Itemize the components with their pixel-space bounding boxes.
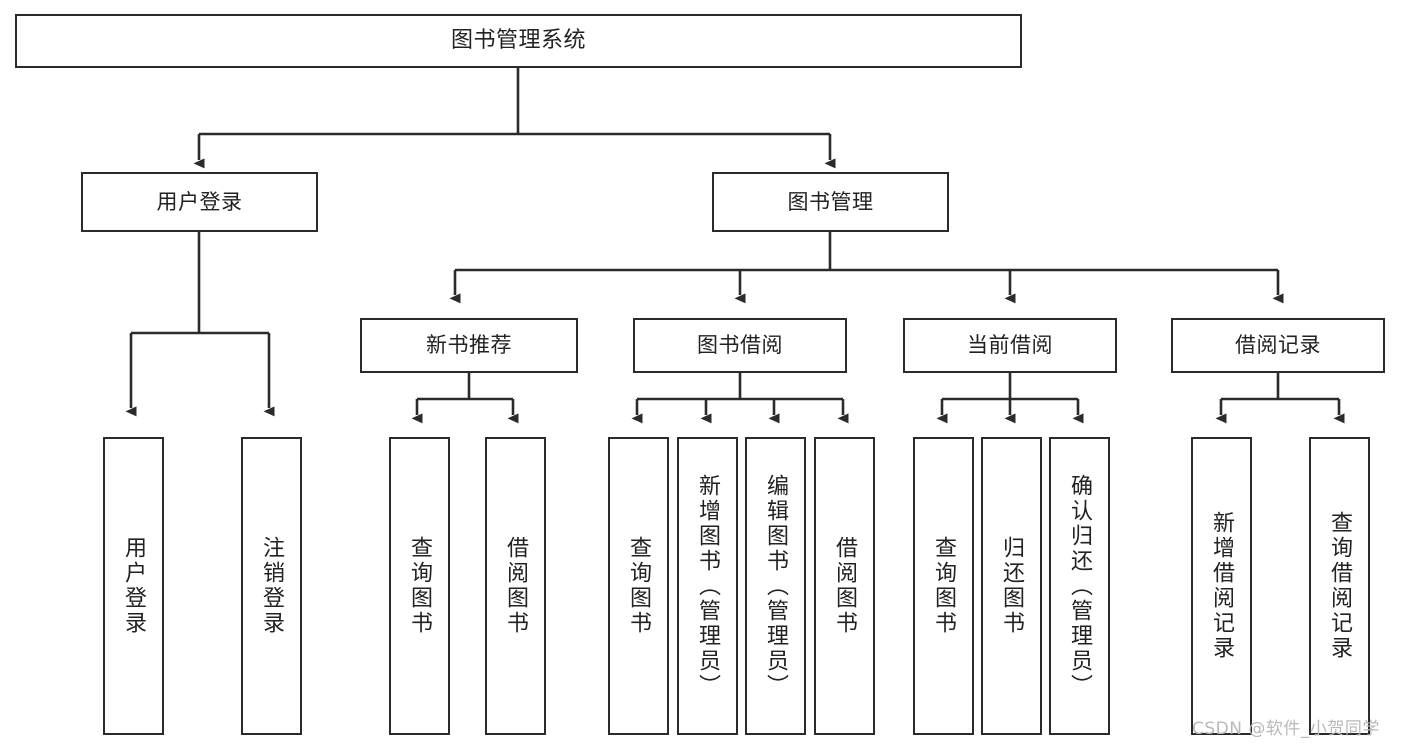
node-label: 用户登录 [121,536,147,636]
leaf-current-query-book[interactable]: 查询图书 [913,437,974,735]
node-current-borrow[interactable]: 当前借阅 [903,318,1117,373]
node-book-borrow[interactable]: 图书借阅 [633,318,847,373]
node-label: 图书管理系统 [450,28,586,54]
leaf-newbook-borrow-book[interactable]: 借阅图书 [485,437,546,735]
leaf-record-add-record[interactable]: 新增借阅记录 [1191,437,1252,735]
node-borrow-record[interactable]: 借阅记录 [1171,318,1385,373]
node-root-system[interactable]: 图书管理系统 [15,14,1022,68]
leaf-user-login[interactable]: 用户登录 [103,437,164,735]
leaf-borrow-query-book[interactable]: 查询图书 [608,437,669,735]
leaf-record-query-record[interactable]: 查询借阅记录 [1309,437,1370,735]
node-label: 查询图书 [931,536,957,636]
node-label: 注销登录 [259,536,285,636]
leaf-user-logout[interactable]: 注销登录 [241,437,302,735]
node-label: 图书管理 [787,189,874,214]
node-label: 新增借阅记录 [1209,511,1235,661]
leaf-borrow-lend-book[interactable]: 借阅图书 [814,437,875,735]
node-label: 确认归还（管理员） [1067,473,1093,699]
node-label: 借阅记录 [1235,333,1321,358]
leaf-borrow-add-book-admin[interactable]: 新增图书（管理员） [677,437,738,735]
node-label: 借阅图书 [832,536,858,636]
csdn-watermark: CSDN @软件_小贺同学 [1192,719,1380,739]
leaf-borrow-edit-book-admin[interactable]: 编辑图书（管理员） [745,437,806,735]
leaf-newbook-query-book[interactable]: 查询图书 [389,437,450,735]
node-label: 图书借阅 [697,333,783,358]
node-label: 归还图书 [999,536,1025,636]
leaf-current-confirm-return-admin[interactable]: 确认归还（管理员） [1049,437,1110,735]
node-label: 借阅图书 [503,536,529,636]
node-label: 新增图书（管理员） [695,473,721,699]
node-new-book-recommend[interactable]: 新书推荐 [360,318,578,373]
node-label: 查询借阅记录 [1327,511,1353,661]
node-label: 查询图书 [626,536,652,636]
leaf-current-return-book[interactable]: 归还图书 [981,437,1042,735]
node-label: 新书推荐 [426,333,512,358]
node-label: 编辑图书（管理员） [763,473,789,699]
node-label: 查询图书 [407,536,433,636]
node-user-login[interactable]: 用户登录 [81,172,318,232]
node-label: 当前借阅 [967,333,1053,358]
node-book-management[interactable]: 图书管理 [712,172,949,232]
node-label: 用户登录 [156,189,243,214]
